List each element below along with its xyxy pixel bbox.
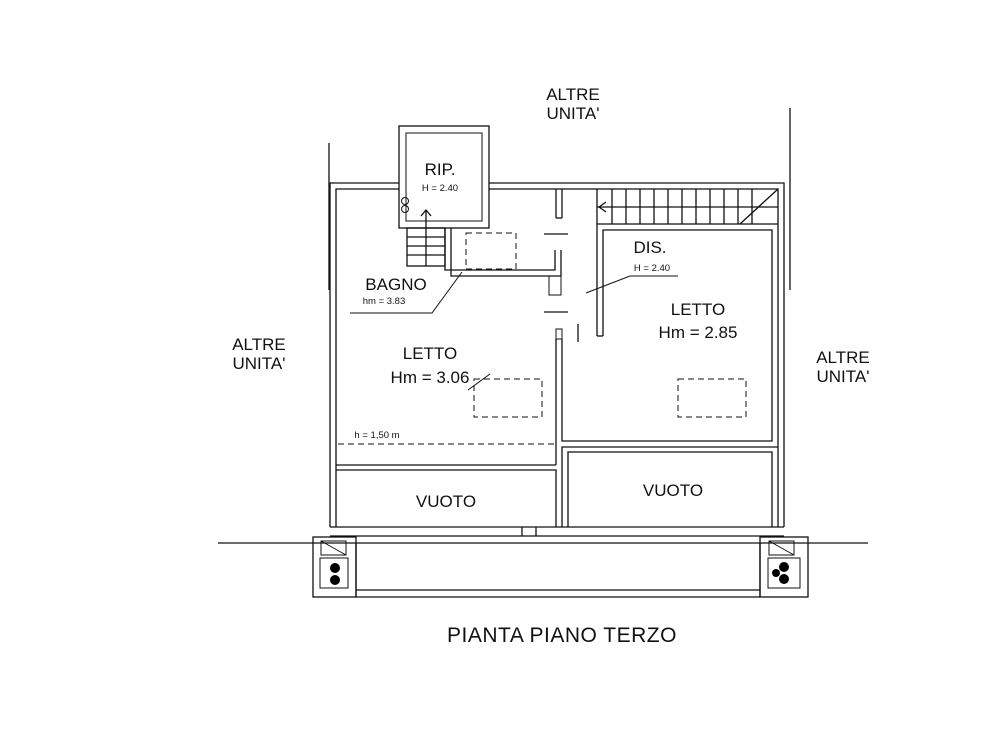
vuoto-right-label: VUOTO [642,481,704,500]
stair-small [406,208,446,267]
vuoto-walls [330,446,784,537]
balcony [312,536,809,598]
vuoto-left-label: VUOTO [415,492,477,511]
letto-left-name: LETTO [402,344,458,363]
corridor-walls [544,189,579,342]
plan-title: PIANTA PIANO TERZO [447,624,677,647]
stair-main [596,188,779,225]
skylight-right [677,378,747,418]
skylight-left [473,378,543,418]
letto-right-name: LETTO [670,300,726,319]
bagno-room-height: hm = 3.83 [362,296,406,307]
height-limit-label: h = 1,50 m [354,430,400,441]
rip-room-height: H = 2.40 [421,183,459,194]
letto-left-leader [467,373,491,391]
dis-room-height: H = 2.40 [633,263,671,274]
letto-right-height: Hm = 2.85 [658,323,738,342]
dis-leader [585,275,678,294]
letto-left-height: Hm = 3.06 [390,368,470,387]
dis-room-name: DIS. [633,238,667,257]
bedroom-partition [555,223,778,465]
bagno-leader [350,271,463,314]
bagno-walls [444,228,562,296]
bagno-room-name: BAGNO [365,275,427,294]
rip-room-name: RIP. [424,160,456,179]
